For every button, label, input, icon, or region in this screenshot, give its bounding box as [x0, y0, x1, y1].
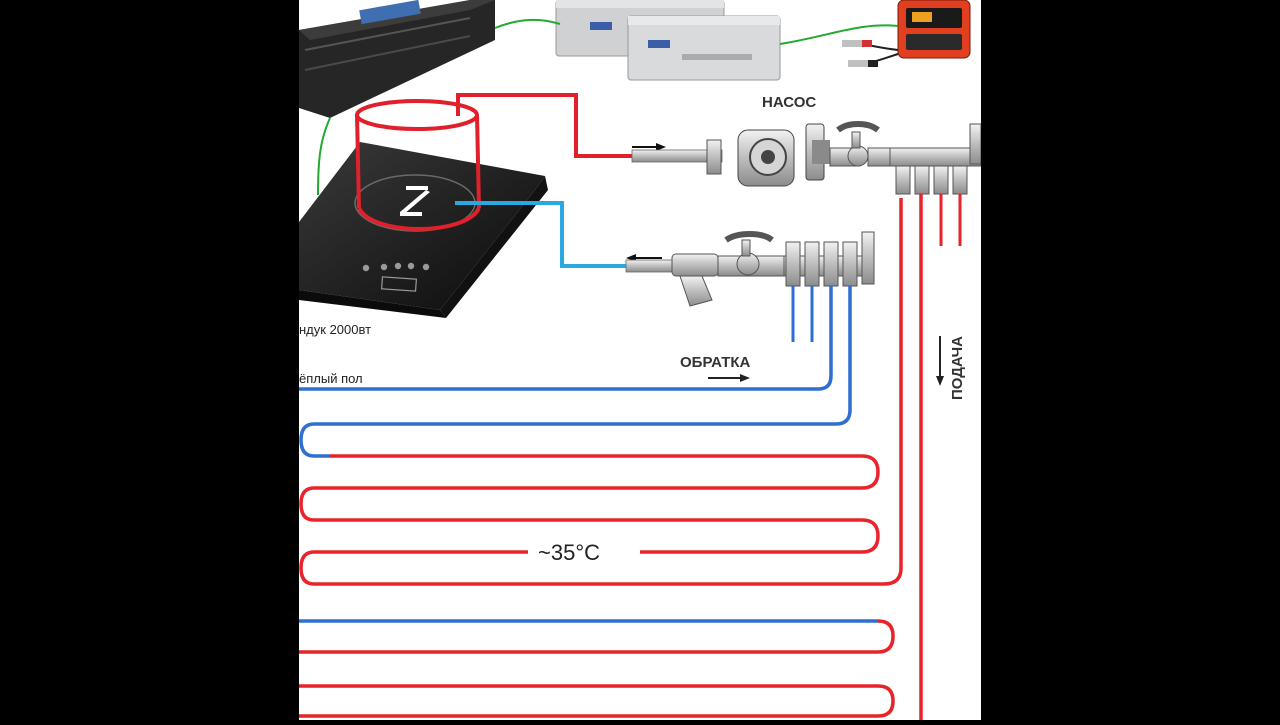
floor-heating-loop [299, 194, 923, 720]
cooker-supply-pipe [456, 93, 632, 158]
supply-label-group: ПОДАЧА [936, 336, 966, 400]
floor-caption: ёплый пол [299, 371, 363, 386]
water-tank-outline [355, 99, 481, 231]
supply-label: ПОДАЧА [949, 336, 966, 400]
circulation-pump [706, 123, 830, 187]
cooker-buttons [362, 262, 430, 272]
return-outlet-stubs [791, 286, 814, 342]
return-manifold [783, 231, 875, 287]
battery-charger [897, 0, 971, 59]
strainer-filter [671, 253, 719, 307]
induction-cooker [299, 142, 548, 318]
return-label: ОБРАТКА [680, 354, 751, 371]
cooker-caption: ндук 2000вт [299, 322, 371, 337]
return-ball-valve [717, 231, 787, 277]
cooker-return-pipe [455, 201, 626, 268]
supply-flow-arrow [632, 143, 666, 151]
right-letterbox [981, 0, 1280, 720]
return-direction-arrow [708, 374, 750, 382]
power-wires [317, 18, 899, 196]
charger-clamps [842, 40, 899, 67]
supply-feed-pipe [631, 149, 723, 163]
supply-manifold [889, 123, 981, 195]
temperature-label-bg [528, 538, 640, 568]
battery-2 [627, 15, 781, 81]
floor-return-pipe [299, 286, 878, 623]
pump-label: НАСОС [762, 94, 816, 111]
diagram-canvas [299, 0, 981, 720]
temperature-label: ~35°C [538, 540, 600, 565]
supply-outlet-stubs [939, 194, 962, 246]
inverter [299, 0, 495, 118]
left-letterbox [0, 0, 299, 720]
cooker-logo [400, 186, 430, 216]
supply-ball-valve [829, 121, 893, 167]
